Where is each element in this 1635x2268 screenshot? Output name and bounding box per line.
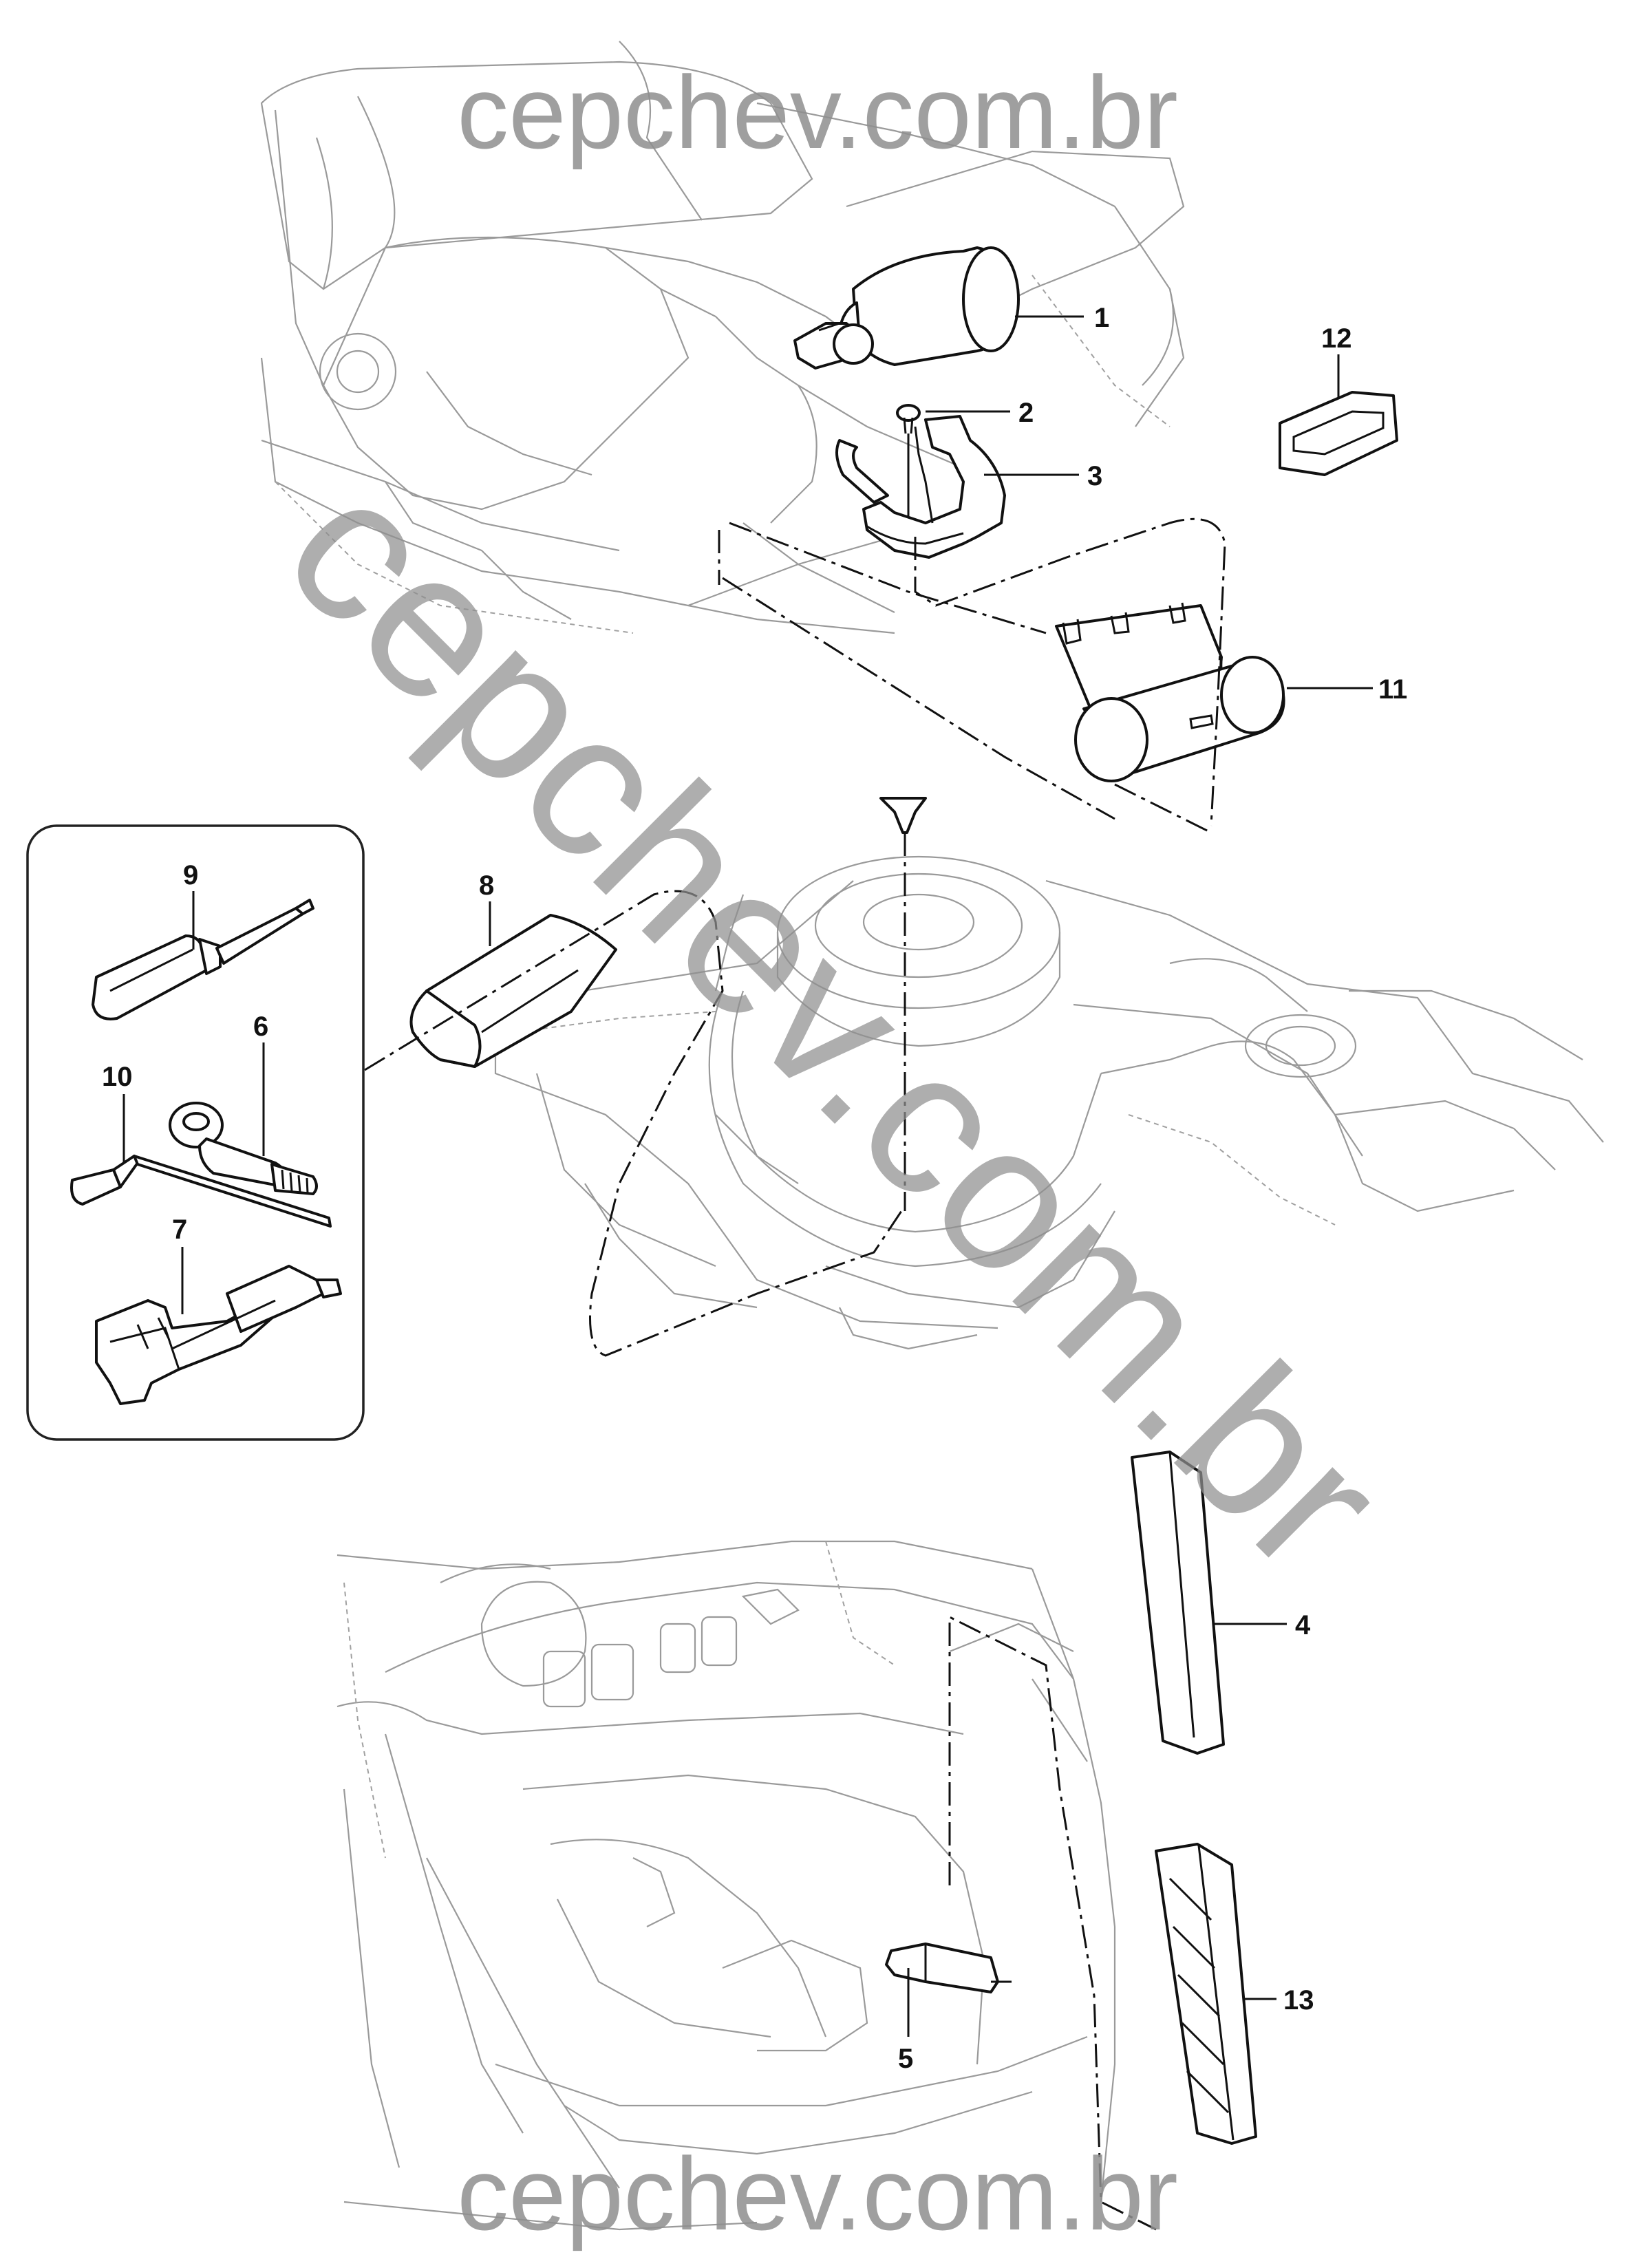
callout-3: 3 [1087,461,1102,491]
callout-6: 6 [253,1012,268,1042]
callout-4: 4 [1295,1610,1311,1640]
tool-bag-part [409,914,617,1068]
callout-10: 10 [102,1062,133,1092]
callout-2: 2 [1018,398,1034,428]
watermark-bottom: cepchev.com.br [457,2136,1178,2251]
callout-12: 12 [1321,323,1352,354]
extinguisher-bracket-part [835,415,1006,559]
top-phantom-lines [718,517,1226,834]
trunk-interior-background [336,1540,1116,2231]
jack-part [95,1265,342,1405]
callout-9: 9 [183,860,198,890]
middle-phantom-lines [364,890,903,1357]
callout-13: 13 [1283,1985,1314,2015]
fire-extinguisher-part [793,246,1020,370]
extinguisher-cover-part [1055,602,1285,782]
watermarks: cepchev.com.br cepchev.com.br cepchev.co… [243,54,1426,2251]
screwdriver-part [92,899,314,1020]
callout-11: 11 [1378,674,1407,705]
callout-1: 1 [1094,303,1109,333]
callouts: 1 2 3 12 11 8 9 6 10 7 4 5 13 [102,303,1407,2074]
callout-8: 8 [479,870,494,901]
watermark-top: cepchev.com.br [457,54,1178,170]
trunk-panel-part [1131,1451,1225,1755]
towing-eye-part [169,1102,318,1195]
hook-part [885,1943,999,1993]
callout-5: 5 [898,2044,913,2074]
seal-part [1279,391,1398,476]
trunk-floor-background [494,855,1604,1350]
callout-7: 7 [172,1215,187,1245]
bottom-phantom-lines [948,1615,1157,2231]
wheel-wrench-part [70,1155,332,1228]
trunk-panel-hatched-part [1155,1843,1257,2145]
wheel-clamp-part [879,797,927,1211]
